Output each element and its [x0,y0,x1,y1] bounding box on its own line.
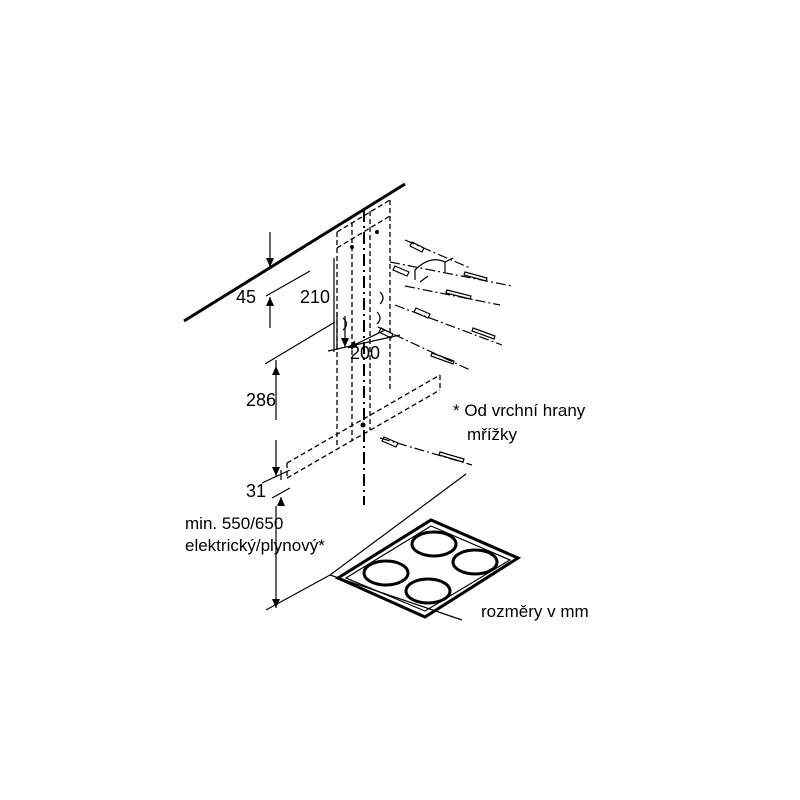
dim-min-height: min. 550/650 elektrický/plynový* [185,506,331,611]
mounting-hooks [342,230,384,428]
dim-210: 210 [300,258,338,352]
dim-label-31: 31 [246,481,266,501]
units-note: rozměry v mm [481,602,589,621]
footnote-line1: * Od vrchní hrany [453,401,586,420]
dim-200: 200 [327,316,401,363]
wall-bracket [414,257,454,283]
dim-45: 45 [236,232,311,328]
screws [377,239,513,466]
dim-label-286: 286 [246,390,276,410]
min-height-line2: elektrický/plynový* [185,536,325,555]
burner-top [410,530,458,558]
dim-286: 286 [246,321,336,476]
dim-31: 31 [246,469,291,506]
footnote-line2: mřížky [467,425,518,444]
dim-label-210: 210 [300,287,330,307]
burner-bottom [404,577,452,605]
ceiling-line [183,182,406,323]
cooktop [328,473,522,621]
dim-label-200: 200 [350,343,380,363]
burner-right [451,548,499,576]
dim-label-45: 45 [236,287,256,307]
grille-bar [286,374,441,479]
min-height-line1: min. 550/650 [185,514,283,533]
burner-left [362,559,410,587]
